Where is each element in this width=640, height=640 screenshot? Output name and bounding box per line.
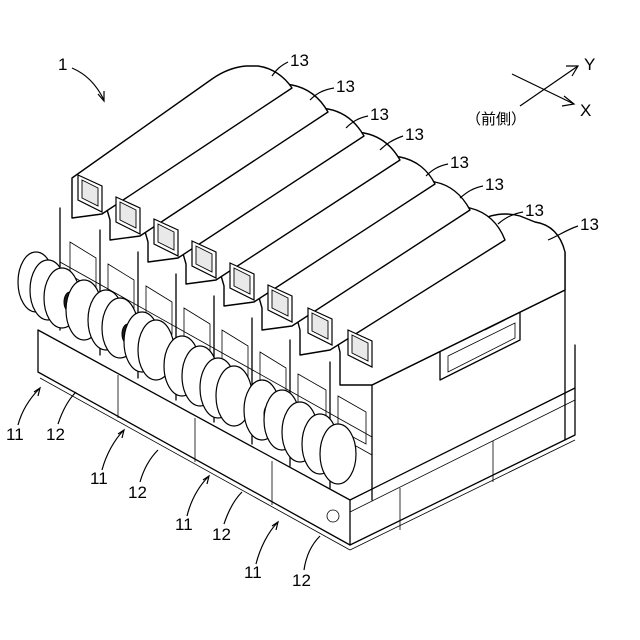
ref-label-hood-6: 13: [485, 175, 504, 194]
ref-label-hood-5: 13: [450, 153, 469, 172]
ref-label-hood-2: 13: [336, 77, 355, 96]
reel-group-4: [244, 380, 356, 484]
ref-label-hood-7: 13: [525, 201, 544, 220]
axis-indicator: Y X （前側）: [466, 55, 595, 128]
ref-label-hood-4: 13: [405, 125, 424, 144]
ref-label-base-3: 12: [212, 525, 231, 544]
ref-label-hood-8: 13: [580, 215, 599, 234]
x-axis-label: X: [580, 101, 591, 120]
ref-label-module-2: 11: [90, 469, 108, 488]
ref-label-base-2: 12: [128, 483, 147, 502]
ref-label-hood-1: 13: [290, 51, 309, 70]
ref-label-base-4: 12: [292, 571, 311, 590]
ref-label-hood-3: 13: [370, 105, 389, 124]
ref-label-base-1: 12: [46, 425, 65, 444]
reel-group-3: [164, 336, 252, 426]
front-side-label: （前側）: [466, 110, 526, 128]
ref-label-module-3: 11: [175, 515, 193, 534]
y-axis-label: Y: [584, 55, 595, 74]
x-axis-arrow: [512, 74, 574, 104]
ref-label-module-4: 11: [244, 563, 262, 582]
reel-group-2: [88, 290, 174, 380]
ref-label-module-1: 11: [6, 425, 24, 444]
ref-label-machine: 1: [58, 55, 67, 74]
